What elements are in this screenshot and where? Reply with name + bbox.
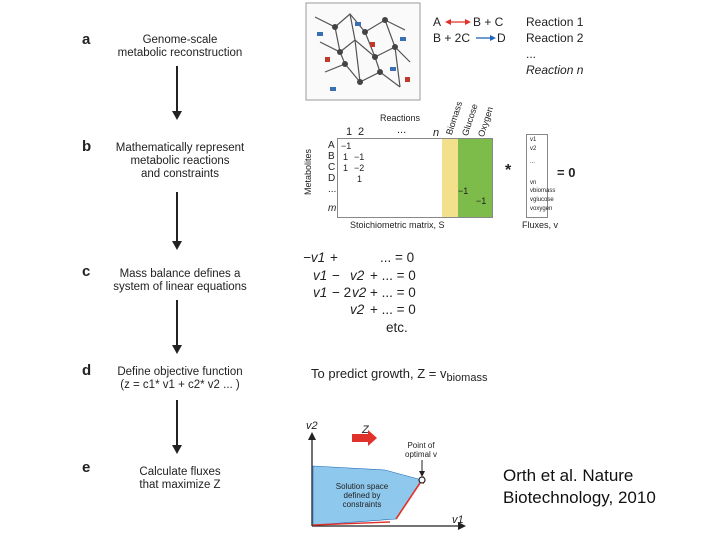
flow-arrow-shaft [176,300,178,346]
flow-arrow-head [172,345,182,354]
step-a-letter: a [82,31,91,48]
matrix-row-dots: ... [328,184,337,195]
reaction-ellipsis: ... [526,47,537,61]
reaction-1-left: A [433,15,442,29]
flux-item: vn [530,180,537,186]
step-e-label: Calculate fluxes that maximize Z [139,466,221,491]
matrix-row-d: D [328,173,336,184]
reaction-1-name: Reaction 1 [526,15,584,29]
matrix-col-dots: ... [397,124,407,136]
eq-term: v2 [352,285,367,300]
matrix-cell: 1 [357,174,363,184]
eq-etc: etc. [386,320,408,335]
reaction-2-left: B + 2C [433,31,471,45]
flow-arrow-shaft [176,400,178,446]
optimal-point-label: Point of optimal v [405,441,438,459]
matrix-col-n: n [433,127,440,139]
eq-term: v2 [350,302,365,317]
step-a-label: Genome-scale metabolic reconstruction [117,34,243,59]
matrix-grid [337,138,493,218]
matrix-row-b: B [328,151,335,162]
matrix-row-a: A [328,140,335,151]
flow-arrow-head [172,241,182,250]
step-c-label: Mass balance defines a system of linear … [113,268,247,293]
eq-term: + ... = 0 [370,268,416,283]
flux-vector-label: Fluxes, v [522,220,559,230]
step-d-label: Define objective function (z = c1* v1 + … [117,366,243,391]
matrix-cell: 1 [343,152,349,162]
matrix-cell: 1 [343,163,349,173]
eq-term: v2 [350,268,365,283]
objective-direction-arrow [352,430,377,446]
flux-item: vglucose [530,197,554,203]
matrix-cell: −2 [354,163,365,173]
step-b-label: Mathematically represent metabolic react… [115,142,245,180]
flux-item: vbiomass [530,188,556,194]
eq-term: −v1 [303,250,326,265]
flux-item: ... [530,159,536,165]
matrix-row-c: C [328,162,336,173]
solution-space-plot [308,430,466,530]
step-d-letter: d [82,362,92,379]
step-e-letter: e [82,459,91,476]
flux-item: v2 [530,146,537,152]
solution-space-label: Solution space defined by constraints [335,482,389,509]
matrix-cell: −1 [476,196,487,206]
matrix-col-2: 2 [358,126,365,138]
flow-arrow-shaft [176,66,178,112]
eq-term: + ... = 0 [370,302,416,317]
biomass-column [442,139,458,217]
reversible-arrow-icon [445,19,471,25]
step-b-letter: b [82,138,92,155]
objective-statement: To predict growth, Z = vbiomass [311,366,488,384]
eq-term: v1 [313,268,328,283]
metabolic-network-illustration [305,2,421,101]
eq-term: + [330,250,338,265]
flow-arrow-shaft [176,192,178,242]
flow-arrow-head [172,445,182,454]
reaction-2-right: D [497,31,506,45]
equals-zero: = 0 [557,165,576,180]
reaction-1-right: B + C [473,15,504,29]
eq-term: − 2 [332,285,352,300]
matrix-cell: −1 [458,186,469,196]
x-axis-label: v1 [452,514,464,526]
matrix-row-m: m [328,203,337,214]
multiply-sign: * [505,162,512,179]
stoichiometric-matrix-label: Stoichiometric matrix, S [350,220,445,230]
matrix-cell: −1 [341,141,352,151]
matrix-metabolites-label: Metabolites [303,148,313,195]
matrix-reactions-header: Reactions [380,113,421,123]
optimal-point [418,476,426,484]
eq-term: ... = 0 [380,250,415,265]
reaction-2-name: Reaction 2 [526,31,584,45]
matrix-col-oxygen: Oxygen [476,105,496,139]
flux-item: voxygen [530,206,553,212]
flow-arrow-head [172,111,182,120]
eq-term: − [332,268,340,283]
citation: Orth et al. Nature Biotechnology, 2010 [503,466,656,507]
eq-term: + ... = 0 [370,285,416,300]
eq-term: v1 [313,285,328,300]
matrix-col-1: 1 [346,126,353,138]
step-c-letter: c [82,263,91,280]
matrix-cell: −1 [354,152,365,162]
y-axis-label: v2 [306,420,318,432]
objective-z-label: Z [362,424,369,436]
flux-item: v1 [530,137,537,143]
reaction-n-name: Reaction n [526,63,584,77]
forward-arrow-icon [476,35,496,41]
flux-vector: v1 v2 ... vn vbiomass vglucose voxygen [526,134,555,218]
exchange-columns [458,139,492,217]
